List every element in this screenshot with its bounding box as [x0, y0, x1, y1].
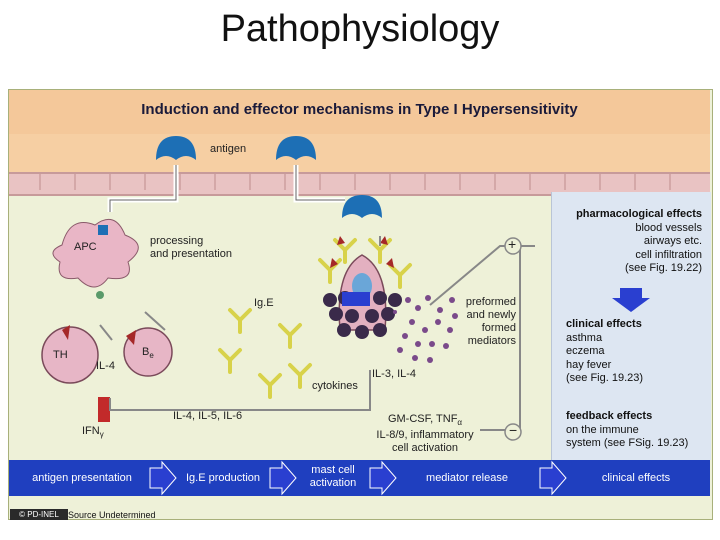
antigen-right [276, 136, 316, 160]
th-cell [41, 326, 99, 384]
apc-antigen-fragment [98, 225, 108, 235]
epithelial-cells [39, 174, 671, 190]
step-clinical-effects: clinical effects [601, 472, 671, 484]
panel-header-band [9, 90, 710, 134]
th-receptor [62, 325, 70, 340]
downward-blue-arrow [612, 288, 650, 312]
ige-label: Ig.E [254, 297, 274, 309]
apc-cell [52, 218, 139, 288]
apc-fragment [96, 291, 104, 299]
plus-symbol-circle [504, 237, 522, 255]
il456-label: IL-4, IL-5, IL-6 [173, 410, 243, 422]
panel-header: Induction and effector mechanisms in Typ… [141, 101, 578, 118]
step-ige-production: Ig.E production [186, 472, 260, 484]
antigen-left [156, 136, 196, 160]
antigen-molecules [156, 136, 382, 218]
minus-symbol-circle [504, 423, 522, 441]
ifn-gamma-label: IFNγ [82, 425, 104, 440]
pharmacological-effects: pharmacological effects blood vessels ai… [576, 208, 702, 274]
mast-cell-marker [342, 292, 370, 306]
th-label: TH [53, 349, 68, 361]
b-cell-label: Be [142, 346, 154, 361]
mast-cell-granules [323, 291, 402, 339]
antigen-label: antigen [210, 143, 247, 155]
step-antigen-presentation: antigen presentation [32, 472, 132, 484]
apc-label: APC [74, 241, 97, 253]
antigen-band [9, 134, 710, 172]
il3-il4-label: IL-3, IL-4 [372, 368, 417, 380]
bottom-process-bar [9, 460, 710, 496]
cytokines-label: cytokines [312, 380, 358, 392]
released-mediators [393, 295, 458, 363]
license-badge: © PD-INEL [10, 509, 68, 520]
page-title: Pathophysiology [220, 8, 500, 50]
processing-label: processing and presentation [150, 235, 232, 260]
feedback-effects: feedback effects on the immune system (s… [566, 410, 689, 449]
b-receptor [126, 330, 136, 345]
antigen-on-mastcell [342, 195, 382, 218]
b-cell [123, 327, 173, 377]
plus-symbol: + [508, 236, 517, 252]
effects-column [551, 192, 711, 460]
gmcsf-label: GM-CSF, TNFα IL-8/9, inflammatory cell a… [376, 413, 474, 455]
ifn-gamma-block [98, 397, 110, 422]
preformed-mediators-label: preformed and newly formed mediators [465, 296, 516, 347]
bottom-bar-arrows [149, 460, 567, 496]
step-mast-cell-activation: mast cell activation [309, 464, 357, 489]
minus-symbol: − [509, 422, 518, 438]
clinical-effects: clinical effects asthma eczema hay fever… [566, 318, 644, 384]
ige-antibodies [218, 238, 412, 399]
source-credit: Source Undetermined [68, 510, 156, 520]
step-mediator-release: mediator release [426, 472, 508, 484]
fc-receptors [330, 236, 394, 268]
il4-label: IL-4 [96, 360, 115, 372]
